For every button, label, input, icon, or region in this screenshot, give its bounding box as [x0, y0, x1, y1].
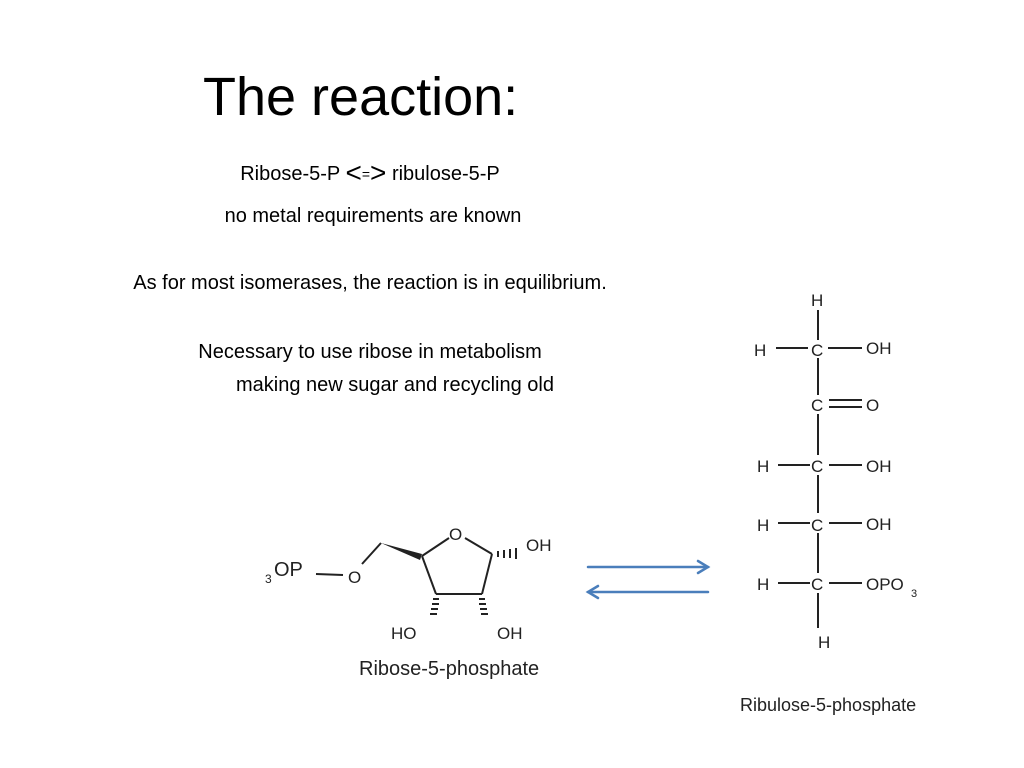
atom-c5: C — [811, 575, 823, 594]
p-o-bond — [315, 573, 344, 576]
necessity-note: Necessary to use ribose in metabolism — [198, 341, 542, 363]
slide-title: The reaction: — [203, 67, 519, 127]
c2-oh-label: OH — [497, 624, 523, 643]
atom-c4: C — [811, 516, 823, 535]
atom-h-c5: H — [757, 575, 769, 594]
ribose-caption: Ribose-5-phosphate — [359, 658, 539, 680]
atom-oh-c1: OH — [866, 339, 892, 358]
atom-h-c1: H — [754, 341, 766, 360]
reaction-arrow-lt: < — [345, 157, 362, 188]
equilibrium-arrows — [585, 559, 711, 600]
o-c1-ring-bond — [464, 537, 493, 555]
c3-c4-ring-bond — [421, 555, 437, 595]
ring-oxygen-label: O — [449, 525, 462, 544]
atom-h-c3: H — [757, 457, 769, 476]
reaction-equation: Ribose-5-P <=> ribulose-5-P — [240, 157, 500, 188]
reaction-left: Ribose-5-P — [240, 163, 340, 185]
forward-arrow — [586, 559, 711, 575]
c1-c2-ring-bond — [481, 553, 493, 595]
atom-oh-c3: OH — [866, 457, 892, 476]
c2-oh-hash-bond — [479, 598, 488, 615]
atom-c2: C — [811, 396, 823, 415]
phosphate-label: OP — [274, 559, 303, 581]
reaction-right: ribulose-5-P — [391, 163, 500, 185]
c3-ho-label: HO — [391, 624, 417, 643]
c1-oh-hash-bond — [497, 548, 517, 559]
ribulose-structure — [776, 310, 862, 628]
c5-c4-wedge — [381, 543, 422, 560]
atom-opo-subscript: 3 — [911, 588, 917, 600]
equilibrium-note: As for most isomerases, the reaction is … — [133, 272, 607, 294]
phosphate-subscript: 3 — [265, 572, 272, 586]
c3-ho-hash-bond — [430, 598, 439, 615]
reverse-arrow — [585, 584, 710, 600]
ribulose-atoms: H H C OH C O H C OH H C OH H C OPO 3 H — [754, 291, 917, 652]
ribose-structure — [315, 537, 517, 615]
atom-c1: C — [811, 341, 823, 360]
reaction-arrow-eq: = — [361, 166, 371, 182]
atom-h-bottom: H — [818, 633, 830, 652]
c1-oh-label: OH — [526, 536, 552, 555]
atom-h-c4: H — [757, 516, 769, 535]
atom-h-top: H — [811, 291, 823, 310]
ester-oxygen-label: O — [348, 568, 361, 587]
atom-o-c2: O — [866, 396, 879, 415]
sugar-note: making new sugar and recycling old — [236, 374, 554, 396]
atom-opo-c5: OPO — [866, 575, 904, 594]
atom-oh-c4: OH — [866, 515, 892, 534]
metal-note: no metal requirements are known — [224, 205, 522, 227]
ribulose-caption: Ribulose-5-phosphate — [740, 695, 916, 715]
c4-o-ring-bond — [421, 537, 450, 557]
reaction-arrow-gt: > — [370, 157, 387, 188]
atom-c3: C — [811, 457, 823, 476]
o-c5-bond — [361, 542, 382, 565]
